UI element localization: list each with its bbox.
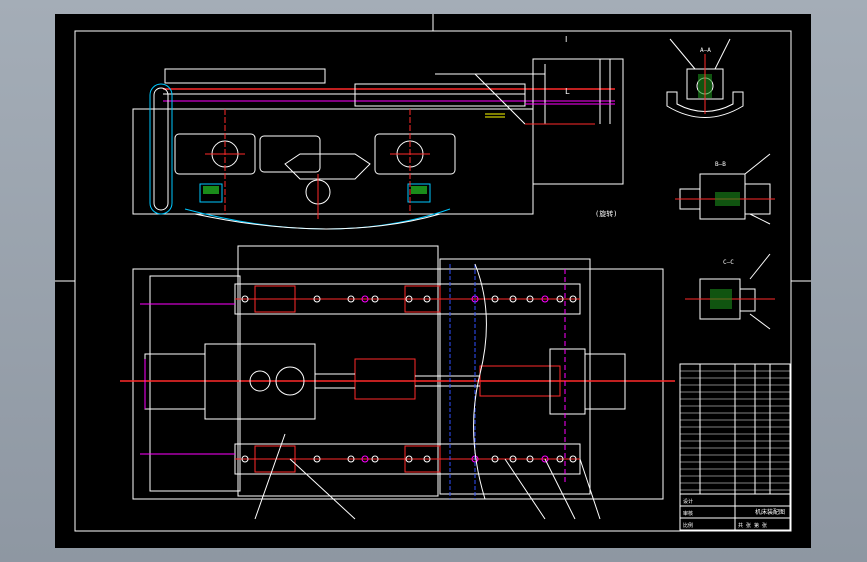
bolt-hole — [491, 295, 499, 303]
bolt-hole — [371, 295, 379, 303]
bolt-hole — [313, 295, 321, 303]
bolt-hole — [541, 455, 549, 463]
section-b-label: B—B — [715, 161, 726, 168]
bolt-hole — [405, 455, 413, 463]
bolt-hole — [556, 295, 564, 303]
view-label-rotated: (旋转) — [595, 209, 617, 218]
dimension-text-l: L — [565, 87, 570, 96]
bolt-hole — [569, 295, 577, 303]
bolt-hole — [423, 455, 431, 463]
bolt-hole — [541, 295, 549, 303]
section-c-label: C—C — [723, 259, 734, 266]
bolt-hole — [361, 455, 369, 463]
title-block-scale: 比例 — [683, 522, 693, 529]
bolt-hole — [347, 455, 355, 463]
plan-view — [120, 245, 675, 520]
assembly-drawing: L Ⅰ — [55, 14, 811, 532]
section-c-view: C—C — [685, 253, 775, 330]
title-block-title: 机床装配图 — [755, 508, 785, 516]
title-block: 机床装配图 设计 审核 比例 共 张 第 张 — [679, 493, 791, 531]
bolt-hole — [556, 455, 564, 463]
drawing-sheet: L Ⅰ — [55, 14, 811, 548]
bolt-hole — [371, 455, 379, 463]
bolt-hole — [241, 455, 249, 463]
bolt-hole — [509, 295, 517, 303]
bolt-hole — [526, 295, 534, 303]
bolt-hole — [526, 455, 534, 463]
front-view: L Ⅰ — [132, 35, 624, 230]
section-b-view: B—B — [675, 153, 775, 225]
title-block-sheet: 共 张 第 张 — [738, 522, 767, 529]
section-a-label: A—A — [700, 47, 711, 54]
bolt-row-top — [241, 295, 577, 303]
bolt-hole — [423, 295, 431, 303]
dimension-text-1: Ⅰ — [565, 35, 567, 44]
title-block-designer: 设计 — [683, 498, 693, 505]
bolt-hole — [491, 455, 499, 463]
title-block-checker: 审核 — [683, 510, 693, 517]
bolt-hole — [313, 455, 321, 463]
bolt-hole — [347, 295, 355, 303]
parts-list — [679, 363, 791, 495]
bolt-hole — [569, 455, 577, 463]
bolt-hole — [361, 295, 369, 303]
bolt-hole — [509, 455, 517, 463]
section-a-view: A—A — [666, 38, 744, 118]
bolt-hole — [241, 295, 249, 303]
bolt-hole — [405, 295, 413, 303]
